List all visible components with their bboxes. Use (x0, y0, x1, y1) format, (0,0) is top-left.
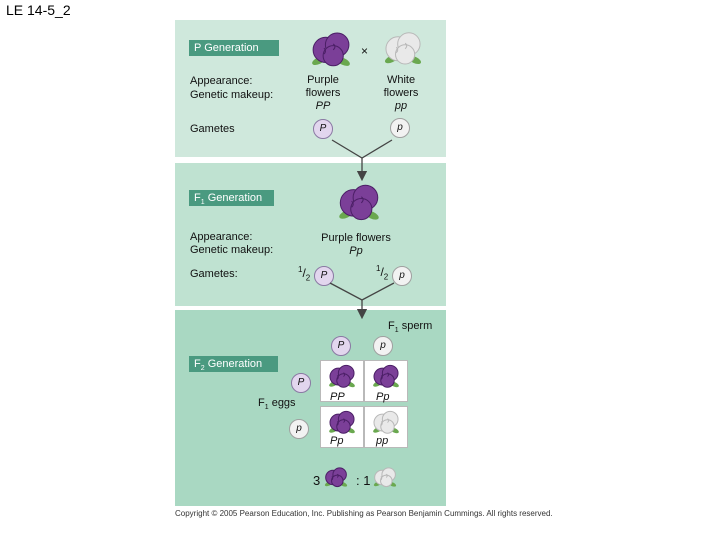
egg-allele-dominant: P (291, 373, 311, 393)
f2-purple-flower-icon (373, 364, 399, 388)
purple-flower-icon (312, 32, 350, 67)
ratio-purple-flower-icon (324, 467, 348, 488)
f1-gamete-recessive: p (392, 266, 412, 286)
sperm-allele-dominant: P (331, 336, 351, 356)
f1-sperm-label: F1 sperm (388, 320, 433, 335)
p-generation-tag: P Generation (189, 40, 279, 56)
egg-allele-recessive: p (289, 419, 309, 439)
ratio-white-flower-icon (373, 467, 397, 488)
p-right-phenotype-line2: flowers (383, 87, 419, 99)
sperm-allele-recessive: p (373, 336, 393, 356)
punnett-genotype: Pp (330, 435, 344, 447)
white-flower-icon (385, 32, 421, 65)
p-to-f1-arrow (331, 139, 393, 159)
punnett-genotype: pp (376, 435, 389, 447)
f1-to-f2-arrow (329, 282, 395, 301)
f1-appearance-label: Appearance: (190, 231, 253, 243)
copyright-footer: Copyright © 2005 Pearson Education, Inc.… (175, 509, 553, 518)
p-genetic-makeup-label: Genetic makeup: (190, 89, 274, 101)
p-appearance-label: Appearance: (190, 75, 253, 87)
p-gamete-dominant: P (313, 119, 333, 139)
p-left-phenotype-line1: Purple (307, 74, 339, 86)
f2-white-flower-icon (373, 410, 399, 434)
f2-generation-tag: F2 Generation (189, 356, 278, 372)
p-right-phenotype-line1: White (386, 74, 416, 86)
p-gamete-recessive: p (390, 118, 410, 138)
f2-purple-flower-icon (329, 364, 355, 388)
f1-gamete-left-fraction: 1/2 (298, 265, 311, 283)
f2-purple-flower-icon (329, 410, 355, 434)
cross-symbol: × (361, 44, 369, 58)
f1-gamete-right-fraction: 1/2 (376, 264, 389, 282)
f1-gamete-dominant: P (314, 266, 334, 286)
f1-eggs-label: F1 eggs (258, 397, 296, 412)
p-left-phenotype-line2: flowers (305, 87, 341, 99)
p-gametes-label: Gametes (190, 123, 235, 135)
f1-generation-tag: F1 Generation (189, 190, 274, 206)
p-left-genotype: PP (315, 100, 331, 112)
p-right-genotype: pp (394, 100, 408, 112)
f1-genetic-makeup-label: Genetic makeup: (190, 244, 274, 256)
f1-phenotype: Purple flowers (321, 232, 391, 244)
ratio-separator: : 1 (356, 473, 371, 488)
f1-genotype: Pp (349, 245, 363, 257)
punnett-genotype: Pp (376, 391, 390, 403)
slide-title: LE 14-5_2 (6, 2, 71, 18)
f1-purple-flower-icon (339, 184, 379, 221)
f1-gametes-label: Gametes: (190, 268, 238, 280)
ratio-purple-count: 3 (313, 473, 321, 488)
punnett-genotype: PP (330, 391, 345, 403)
